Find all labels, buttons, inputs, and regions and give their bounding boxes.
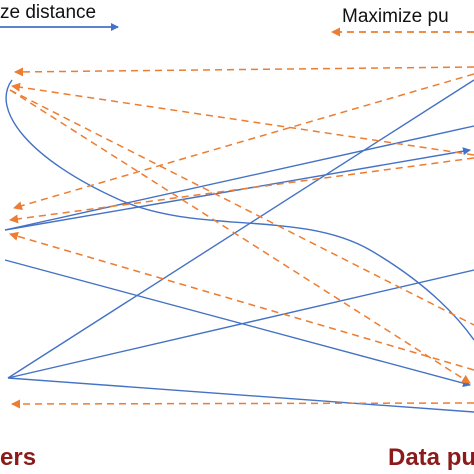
blue-line bbox=[7, 79, 474, 379]
minimize-lines bbox=[4, 79, 474, 413]
orange-arrow bbox=[9, 231, 474, 371]
legend-maximize-label: Maximize pu bbox=[342, 6, 449, 27]
orange-arrow bbox=[9, 89, 474, 326]
blue-line bbox=[4, 147, 471, 231]
orange-arrow bbox=[13, 73, 474, 211]
blue-line bbox=[4, 125, 474, 231]
blue-line bbox=[7, 269, 474, 379]
blue-curve bbox=[5, 79, 474, 341]
orange-arrow bbox=[11, 399, 474, 409]
legend-minimize-label: ze distance bbox=[0, 2, 97, 23]
orange-arrow bbox=[14, 66, 474, 77]
orange-arrow bbox=[9, 157, 474, 224]
blue-line bbox=[4, 259, 471, 388]
maximize-lines bbox=[9, 66, 474, 409]
right-group-label: Data pu bbox=[388, 444, 474, 471]
orange-arrow bbox=[9, 89, 471, 384]
left-group-label: ers bbox=[0, 444, 37, 471]
blue-line bbox=[7, 377, 474, 413]
orange-arrow bbox=[11, 82, 474, 156]
